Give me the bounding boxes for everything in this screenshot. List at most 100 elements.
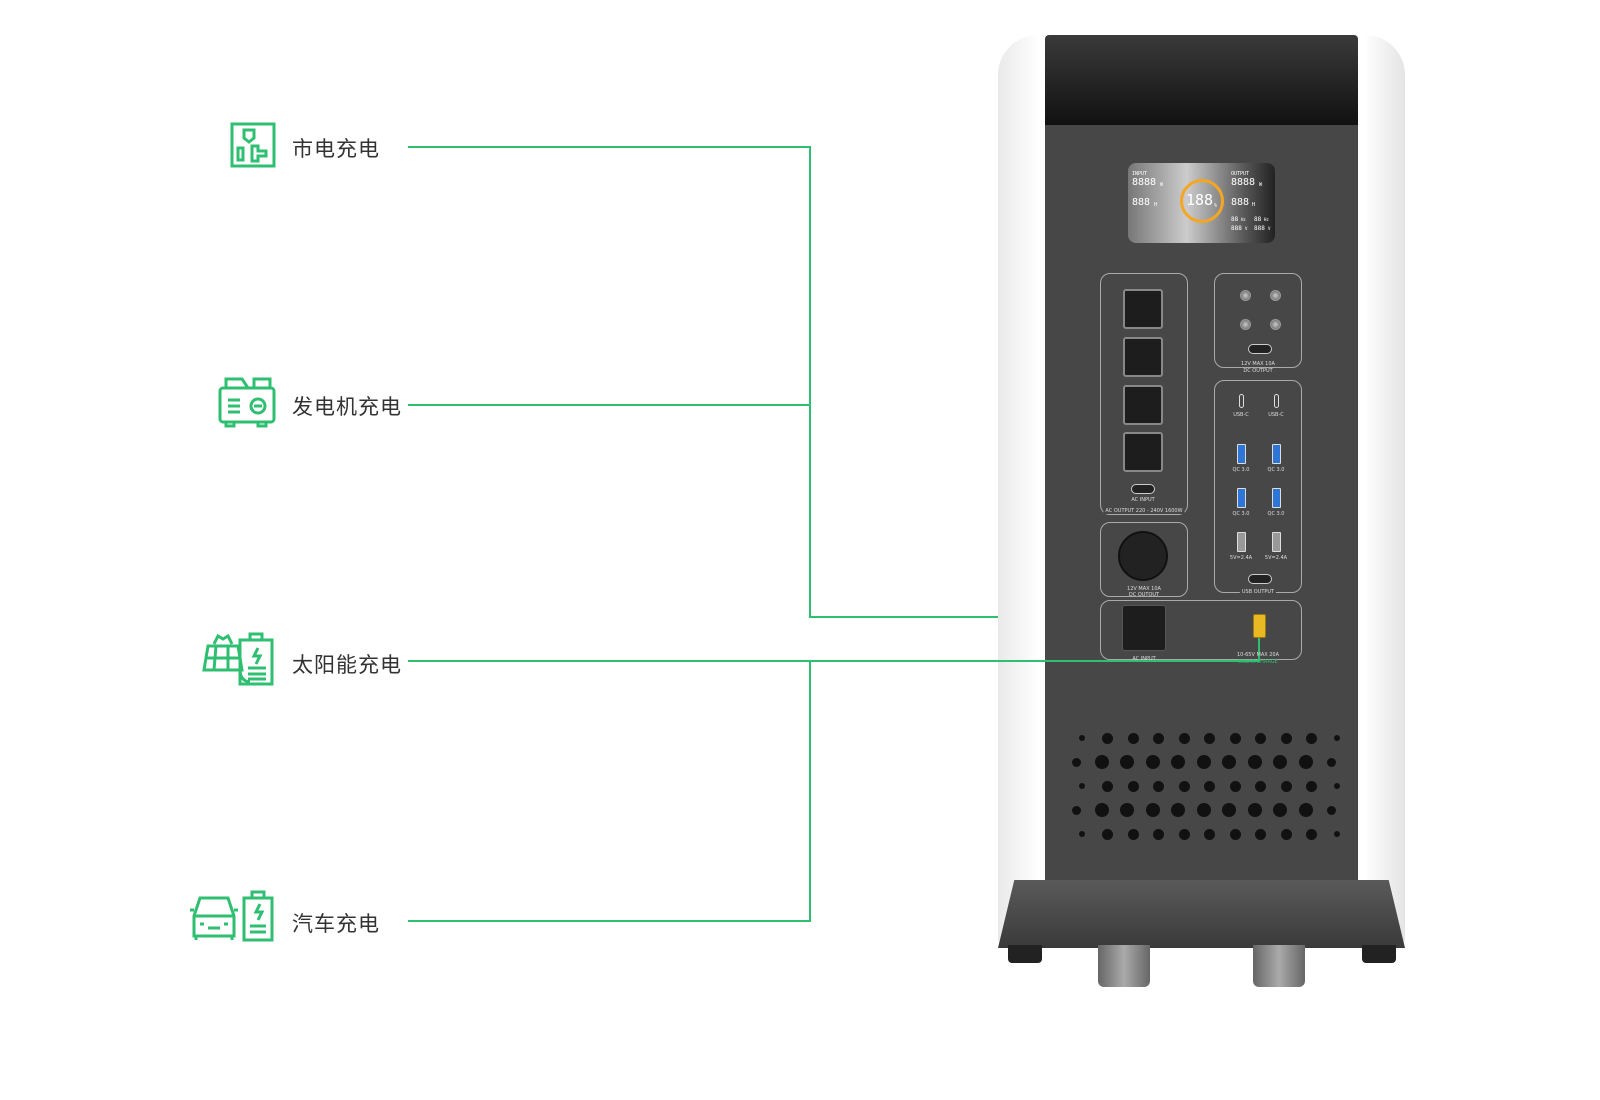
- qc-port[interactable]: [1272, 488, 1281, 508]
- vent-hole: [1079, 783, 1085, 789]
- connector-vertical-top: [809, 146, 811, 618]
- usb-c-label: USB-C: [1268, 412, 1284, 418]
- solar-name: SOLAR CHARGE: [1238, 659, 1278, 665]
- connector-line-grid: [408, 146, 811, 148]
- vent-hole: [1127, 828, 1139, 840]
- connector-line-generator: [408, 404, 811, 406]
- lcd-volts: 888: [1254, 225, 1265, 232]
- car-battery-icon: [190, 890, 274, 942]
- qc-port[interactable]: [1272, 444, 1281, 464]
- lcd-hz: 88: [1231, 216, 1239, 223]
- vent-hole: [1280, 828, 1292, 840]
- source-label-car: 汽车充电: [292, 912, 380, 936]
- solar-input-port[interactable]: [1253, 614, 1266, 638]
- vent-hole: [1222, 755, 1236, 769]
- vent-hole: [1071, 805, 1081, 815]
- connector-solar-riser: [1258, 638, 1260, 662]
- dc-port[interactable]: [1240, 290, 1251, 301]
- dc-switch[interactable]: [1248, 344, 1272, 354]
- vent-hole: [1222, 803, 1236, 817]
- ac-outlet[interactable]: [1123, 432, 1163, 472]
- lcd-hours-out: 888: [1231, 197, 1250, 208]
- qc-port[interactable]: [1237, 444, 1246, 464]
- lcd-watts-out: 8888: [1231, 177, 1256, 188]
- dc-port[interactable]: [1240, 319, 1251, 330]
- source-label-grid: 市电充电: [292, 137, 380, 161]
- vent-hole: [1306, 732, 1317, 744]
- ac-switch[interactable]: [1131, 484, 1155, 494]
- vent-hole: [1204, 780, 1215, 792]
- vent-hole: [1153, 732, 1164, 744]
- vent-hole: [1334, 783, 1340, 789]
- vent-hole: [1273, 803, 1287, 817]
- dc-spec: 12V MAX 10A: [1241, 361, 1275, 367]
- ac-input-socket[interactable]: [1122, 605, 1166, 651]
- ac-switch-label: AC INPUT: [1131, 497, 1155, 503]
- ac-outlet[interactable]: [1123, 385, 1163, 425]
- vent-hole: [1229, 828, 1241, 840]
- wall-outlet-icon: [230, 122, 276, 168]
- usb-a-port[interactable]: [1237, 532, 1246, 552]
- vent-hole: [1326, 805, 1336, 815]
- ac-outlet[interactable]: [1123, 337, 1163, 377]
- vent-hole: [1306, 828, 1317, 840]
- lcd-unit: W: [1259, 182, 1263, 188]
- vent-hole: [1204, 828, 1215, 840]
- dc-port[interactable]: [1270, 290, 1281, 301]
- lcd-unit: %: [1214, 203, 1218, 209]
- lcd-watts-in: 8888: [1132, 177, 1157, 188]
- vent-hole: [1326, 757, 1336, 767]
- usb-a-port[interactable]: [1272, 532, 1281, 552]
- vent-hole: [1247, 803, 1262, 817]
- vent-hole: [1280, 732, 1292, 744]
- usb-switch[interactable]: [1248, 574, 1272, 584]
- vent-hole: [1071, 757, 1081, 767]
- lcd-unit: Hz: [1241, 217, 1246, 222]
- vent-hole: [1196, 755, 1211, 769]
- qc-port[interactable]: [1237, 488, 1246, 508]
- dc-port[interactable]: [1270, 319, 1281, 330]
- vent-hole: [1120, 803, 1134, 817]
- usb-c-label: USB-C: [1233, 412, 1249, 418]
- usb-a-label: 5V=2.4A: [1229, 555, 1253, 561]
- car-socket[interactable]: [1118, 531, 1168, 581]
- vent-hole: [1145, 755, 1160, 769]
- vent-hole: [1306, 780, 1317, 792]
- vent-hole: [1153, 780, 1164, 792]
- qc-label: QC 3.0: [1232, 467, 1250, 473]
- connector-vertical-bottom: [809, 660, 811, 922]
- vent-hole: [1178, 780, 1190, 792]
- vent-hole: [1298, 755, 1313, 769]
- vent-hole: [1298, 803, 1313, 817]
- device-base: [998, 880, 1405, 948]
- ac-outlet[interactable]: [1123, 289, 1163, 329]
- vent-hole: [1120, 755, 1134, 769]
- qc-label: QC 3.0: [1232, 511, 1250, 517]
- lcd-volts: 888: [1231, 225, 1242, 232]
- vent-hole: [1127, 732, 1139, 744]
- device-top-handle: [1045, 35, 1358, 125]
- lcd-input-label: INPUT: [1132, 171, 1148, 177]
- ac-output-label: AC OUTPUT 220 - 240V 1600W: [1103, 508, 1185, 514]
- vent-hole: [1079, 831, 1085, 837]
- dc-output-group: [1214, 273, 1302, 368]
- usb-c-port[interactable]: [1274, 394, 1279, 408]
- vent-hole: [1127, 780, 1139, 792]
- vent-hole: [1171, 755, 1185, 769]
- vent-hole: [1229, 780, 1241, 792]
- generator-icon: [218, 377, 276, 428]
- connector-line-car: [408, 920, 811, 922]
- source-label-generator: 发电机充电: [292, 395, 402, 419]
- vent-hole: [1255, 732, 1266, 744]
- lcd-unit: W: [1160, 182, 1164, 188]
- input-group: [1100, 600, 1302, 660]
- vent-hole: [1334, 831, 1340, 837]
- device-wheel: [1098, 945, 1150, 987]
- vent-hole: [1102, 828, 1113, 840]
- vent-hole: [1145, 803, 1160, 817]
- car-socket-spec: 12V MAX 10A: [1127, 586, 1161, 592]
- usb-c-port[interactable]: [1239, 394, 1244, 408]
- usb-output-label: USB OUTPUT: [1239, 589, 1277, 595]
- lcd-unit: H: [1252, 202, 1256, 208]
- device-wheel: [1253, 945, 1305, 987]
